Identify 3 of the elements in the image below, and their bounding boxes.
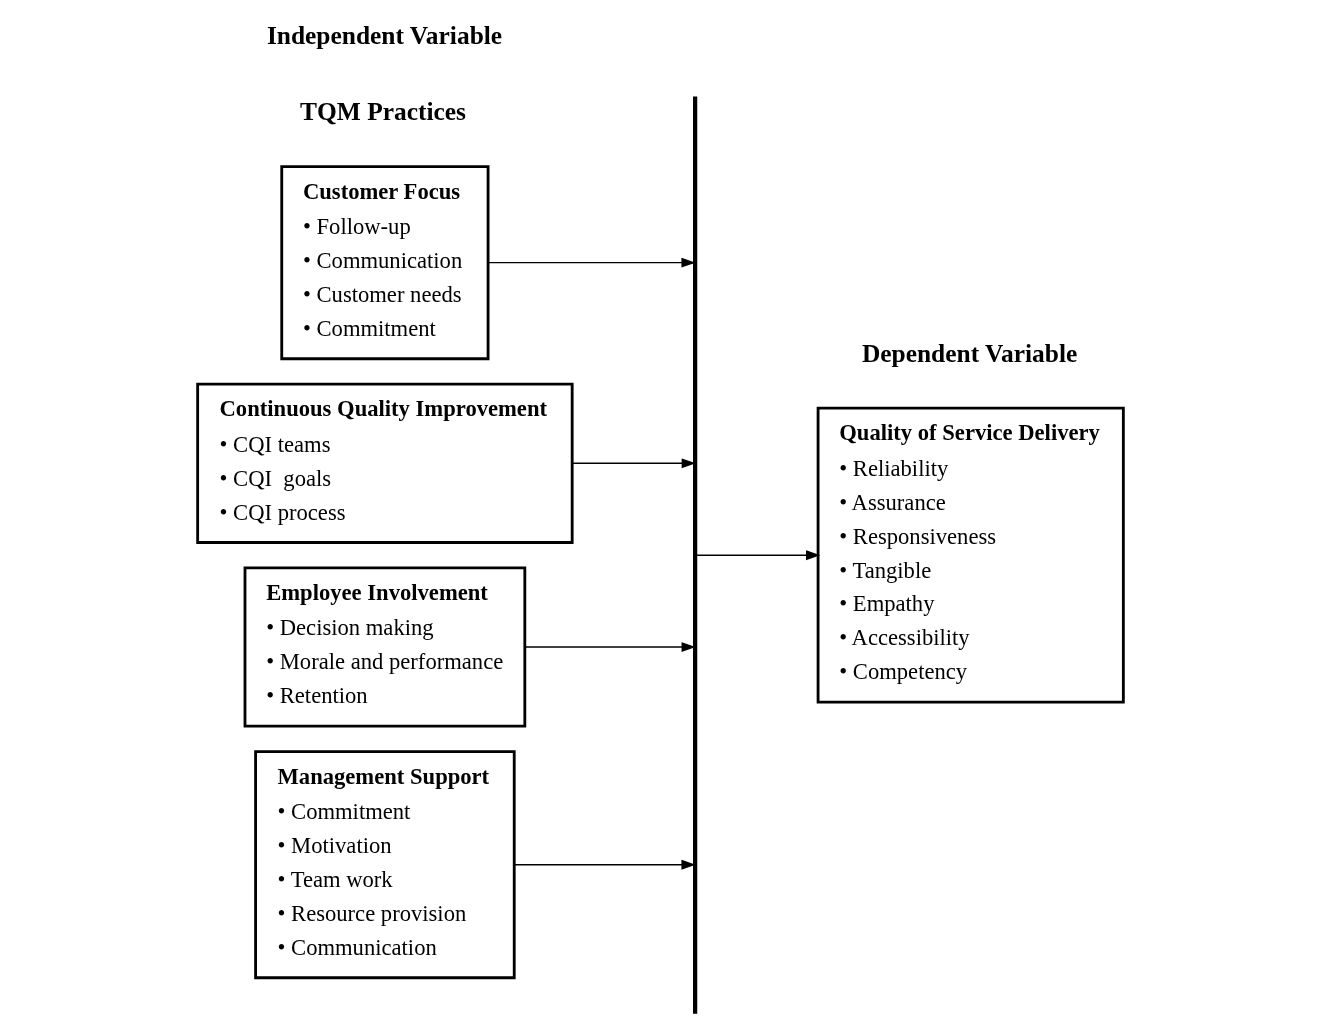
label: TQM Practices	[300, 97, 467, 127]
label: Independent Variable	[266, 21, 503, 51]
label: Dependent Variable	[861, 339, 1078, 369]
